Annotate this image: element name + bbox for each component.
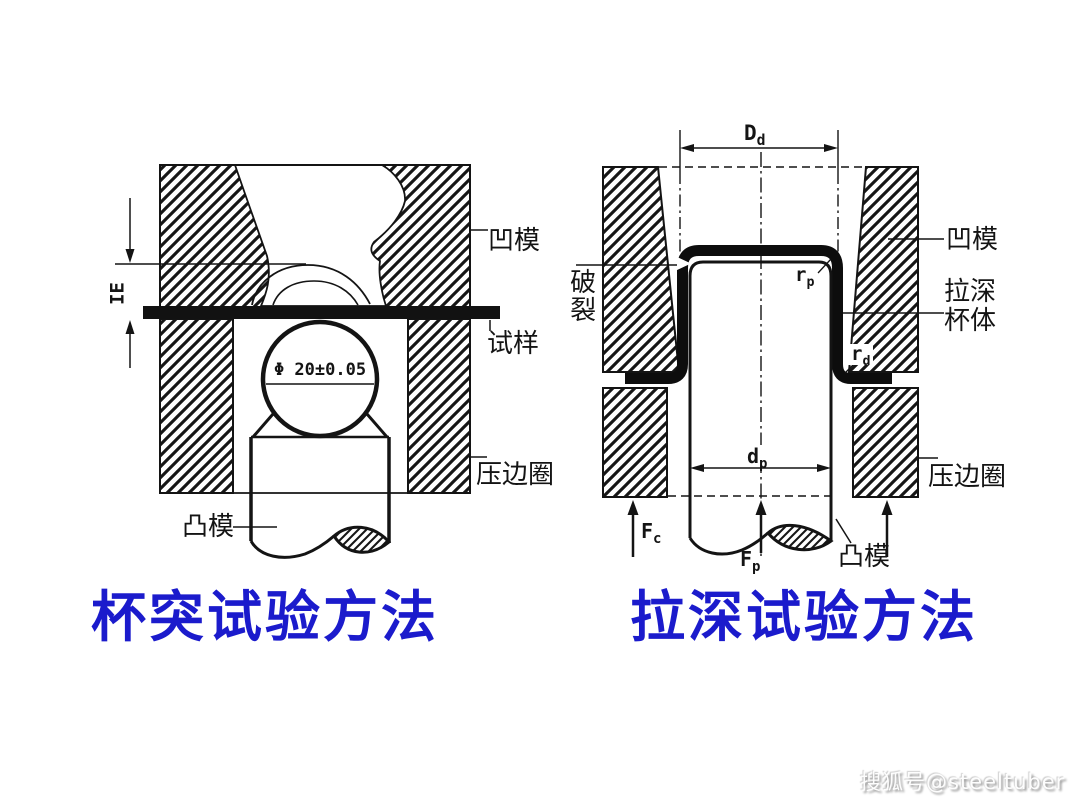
left-blank-holder-blocks <box>159 318 471 494</box>
ball-diameter-dimension: Φ 20±0.05 <box>273 360 367 380</box>
left-die-label: 凹模 <box>488 226 541 256</box>
left-blank-holder-label: 压边圈 <box>476 460 555 490</box>
fracture-label: 破裂 <box>565 268 596 324</box>
right-leader-lines <box>576 238 944 544</box>
drawn-cup-label-line2: 杯体 <box>944 305 997 336</box>
punch-diameter-label: dp <box>744 445 771 471</box>
watermark: 搜狐号@steeltuber <box>860 770 1066 794</box>
drawn-cup <box>625 245 892 384</box>
drawn-cup-label-line1: 拉深 <box>944 277 997 307</box>
holder-force-label: Fc <box>641 519 662 547</box>
cupping-test-diagram <box>115 164 500 559</box>
punch-diameter-arrow <box>690 464 831 472</box>
left-caption: 杯突试验方法 <box>90 584 439 649</box>
right-caption: 拉深试验方法 <box>629 584 978 649</box>
drawn-cup-label: 拉深 杯体 <box>944 278 996 335</box>
punch-radius-label: rp <box>795 264 815 290</box>
force-arrows <box>627 500 893 557</box>
right-blank-holder-blocks <box>602 387 919 498</box>
left-leader-lines <box>233 229 491 528</box>
punch-force-label: Fp <box>740 547 761 575</box>
ie-depth-dimension: IE <box>106 282 129 305</box>
bulged-dome <box>251 264 371 306</box>
right-punch-label: 凸模 <box>838 542 891 572</box>
left-punch-assembly <box>249 319 392 559</box>
deep-drawing-test-diagram <box>576 130 944 557</box>
specimen-strip <box>143 306 500 319</box>
die-diameter-label: Dd <box>744 121 766 150</box>
fracture-notch <box>675 256 691 271</box>
left-die-block <box>159 164 471 308</box>
die-diameter-arrow <box>680 144 838 152</box>
left-punch-label: 凸模 <box>182 512 235 542</box>
right-die-label: 凹模 <box>946 225 999 255</box>
die-radius-label: rd <box>848 344 874 368</box>
ie-dimension-arrows <box>125 198 135 368</box>
left-specimen-label: 试样 <box>487 329 540 359</box>
right-die-blocks <box>602 166 919 373</box>
right-punch <box>688 260 834 556</box>
right-blank-holder-label: 压边圈 <box>928 462 1007 492</box>
